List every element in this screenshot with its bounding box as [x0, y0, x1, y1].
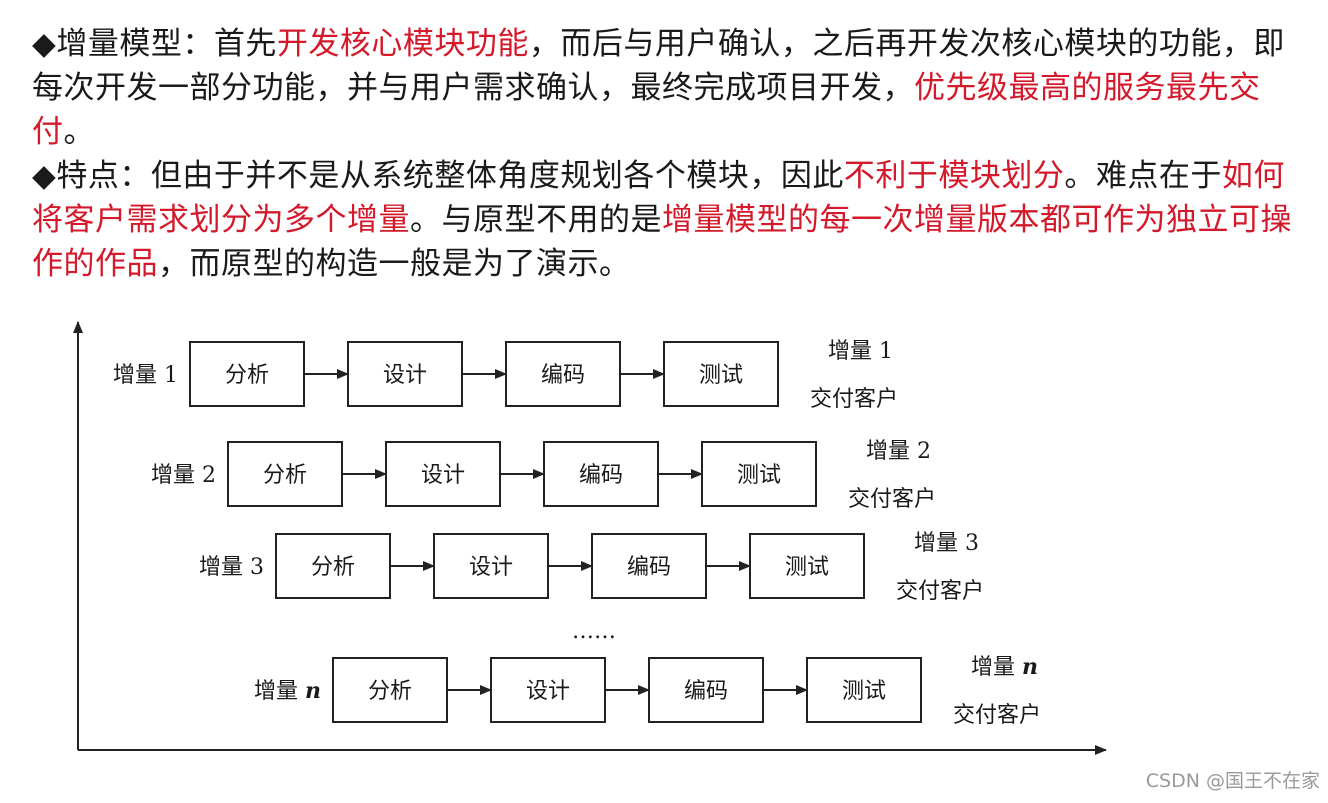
row-label: 增量 2	[151, 463, 216, 488]
body-text: ◆特点：但由于并不是从系统整体角度规划各个模块，因此	[32, 158, 844, 194]
step-box-outline	[433, 533, 549, 599]
body-text: ，而后与用户确认，之后再开发次核心模块的功能，即每次开发一部分功能，并与用户需求…	[32, 26, 1285, 106]
step-box: 设计	[490, 657, 606, 723]
step-box: 测试	[749, 533, 865, 599]
highlight-text: 增量模型的每一次增量版本都可作为独立可操作的作品	[32, 202, 1292, 282]
watermark: CSDN @国王不在家	[1145, 770, 1320, 792]
step-box-outline	[701, 441, 817, 507]
step-box-outline	[189, 341, 305, 407]
step-box: 设计	[347, 341, 463, 407]
increment-row: 增量 n 分析 设计 编码 测试 增量 n 交付客户	[254, 654, 1041, 728]
highlight-text: 开发核心模块功能	[276, 26, 529, 62]
row-label: 增量 3	[199, 555, 264, 580]
step-box: 编码	[648, 657, 764, 723]
step-box: 分析	[332, 657, 448, 723]
step-label: 设计	[469, 555, 513, 580]
step-box-outline	[385, 441, 501, 507]
step-box-outline	[591, 533, 707, 599]
delivery-increment: 增量 2	[866, 439, 931, 464]
delivery-label: 交付客户	[896, 579, 984, 604]
delivery-increment: 增量 3	[914, 531, 979, 556]
step-box: 测试	[701, 441, 817, 507]
delivery-label: 交付客户	[810, 387, 898, 412]
highlight-text: 不利于模块划分	[843, 158, 1065, 194]
step-box: 分析	[189, 341, 305, 407]
delivery-label: 交付客户	[848, 487, 936, 512]
highlight-text: 如何将客户需求划分为多个增量	[32, 158, 1285, 238]
row-label: 增量 n	[254, 678, 321, 704]
increment-row: 增量 2 分析 设计 编码 测试 增量 2 交付客户	[151, 439, 936, 512]
body-text: 。与原型不用的是	[410, 202, 662, 238]
row-label-number: n	[305, 678, 321, 704]
description-text: ◆增量模型：首先开发核心模块功能，而后与用户确认，之后再开发次核心模块的功能，即…	[32, 22, 1302, 286]
step-box: 设计	[385, 441, 501, 507]
step-label: 测试	[785, 555, 829, 580]
step-box-outline	[332, 657, 448, 723]
row-label-prefix: 增量	[151, 463, 202, 488]
delivery-label: 交付客户	[953, 703, 1041, 728]
step-box-outline	[490, 657, 606, 723]
step-box: 编码	[591, 533, 707, 599]
step-box-outline	[648, 657, 764, 723]
step-box-outline	[227, 441, 343, 507]
step-label: 设计	[421, 463, 465, 488]
row-label: 增量 1	[113, 363, 178, 388]
step-label: 分析	[368, 679, 412, 704]
delivery-increment: 增量 1	[828, 339, 893, 364]
paragraph: ◆增量模型：首先开发核心模块功能，而后与用户确认，之后再开发次核心模块的功能，即…	[32, 22, 1302, 154]
highlight-text: 优先级最高的服务最先交付	[32, 70, 1261, 150]
step-box: 设计	[433, 533, 549, 599]
step-box-outline	[663, 341, 779, 407]
row-label-number: 1	[164, 363, 178, 388]
increment-row: 增量 3 分析 设计 编码 测试 增量 3 交付客户	[199, 531, 984, 604]
body-text: 。	[63, 114, 95, 150]
step-label: 设计	[526, 679, 570, 704]
row-label-prefix: 增量	[254, 679, 305, 704]
step-label: 分析	[311, 555, 355, 580]
step-label: 测试	[842, 679, 886, 704]
step-label: 编码	[579, 463, 623, 488]
row-label-prefix: 增量	[199, 555, 250, 580]
delivery-increment: 增量 n	[971, 654, 1038, 680]
step-label: 测试	[699, 363, 743, 388]
step-box: 分析	[227, 441, 343, 507]
step-box: 分析	[275, 533, 391, 599]
step-box: 测试	[663, 341, 779, 407]
paragraph: ◆特点：但由于并不是从系统整体角度规划各个模块，因此不利于模块划分。难点在于如何…	[32, 154, 1302, 286]
step-label: 分析	[263, 463, 307, 488]
ellipsis: ……	[572, 619, 616, 644]
row-label-prefix: 增量	[113, 363, 164, 388]
step-box-outline	[505, 341, 621, 407]
step-box-outline	[543, 441, 659, 507]
body-text: ◆增量模型：首先	[32, 26, 277, 62]
row-label-number: 2	[202, 463, 216, 488]
step-label: 分析	[225, 363, 269, 388]
step-box-outline	[749, 533, 865, 599]
step-label: 设计	[383, 363, 427, 388]
step-box: 编码	[543, 441, 659, 507]
step-label: 测试	[737, 463, 781, 488]
step-box: 编码	[505, 341, 621, 407]
body-text: 。难点在于	[1064, 158, 1222, 194]
step-box-outline	[806, 657, 922, 723]
row-label-number: 3	[250, 555, 264, 580]
step-box: 测试	[806, 657, 922, 723]
step-label: 编码	[684, 679, 728, 704]
body-text: ，而原型的构造一般是为了演示。	[158, 246, 631, 282]
increment-row: 增量 1 分析 设计 编码 测试 增量 1 交付客户	[113, 339, 898, 412]
step-label: 编码	[541, 363, 585, 388]
step-label: 编码	[627, 555, 671, 580]
